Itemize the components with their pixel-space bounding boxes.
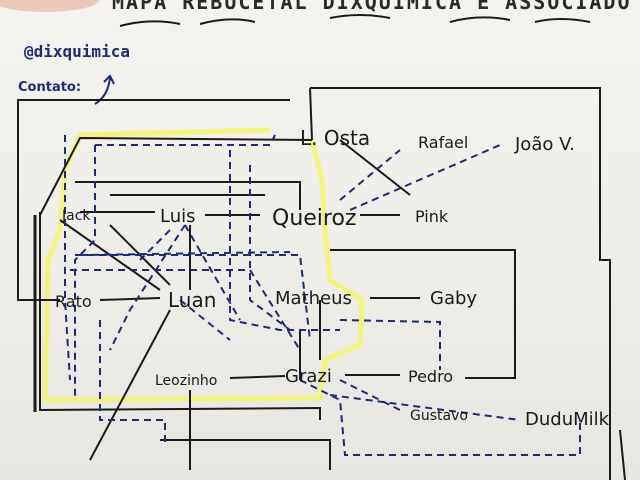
solid-connections [17, 87, 626, 480]
node-luan: Luan [168, 288, 216, 312]
node-gaby: Gaby [430, 288, 477, 309]
node-leozinho: Leozinho [155, 373, 217, 389]
finger-thumb [0, 0, 100, 12]
map-title: MAPA REBUCETAL DIXQUÍMICA E ASSOCIADOS [112, 0, 632, 14]
node-luis: Luis [160, 206, 196, 227]
dashed-connections [64, 134, 581, 456]
title-underline [119, 14, 591, 27]
node-dudumilk: DuduMilk [525, 409, 610, 430]
node-rato: Rato [55, 292, 92, 311]
node-pedro: Pedro [408, 367, 453, 386]
node-costa: L. Osta [300, 126, 370, 150]
node-queiroz: Queiroz [272, 206, 356, 231]
contact-label: Contato: [18, 80, 82, 95]
node-grazi: Grazi [285, 366, 332, 387]
node-rafael: Rafael [418, 133, 468, 152]
node-matheus: Matheus [275, 288, 352, 309]
node-pink: Pink [415, 207, 449, 226]
node-jack: Jack [61, 208, 91, 224]
highlighter-path [42, 127, 365, 403]
instagram-handle: @dixquimica [24, 42, 130, 61]
node-joao: João V. [514, 134, 575, 155]
node-gustavo: Gustavo [410, 408, 468, 424]
contact-arrow [94, 77, 111, 105]
